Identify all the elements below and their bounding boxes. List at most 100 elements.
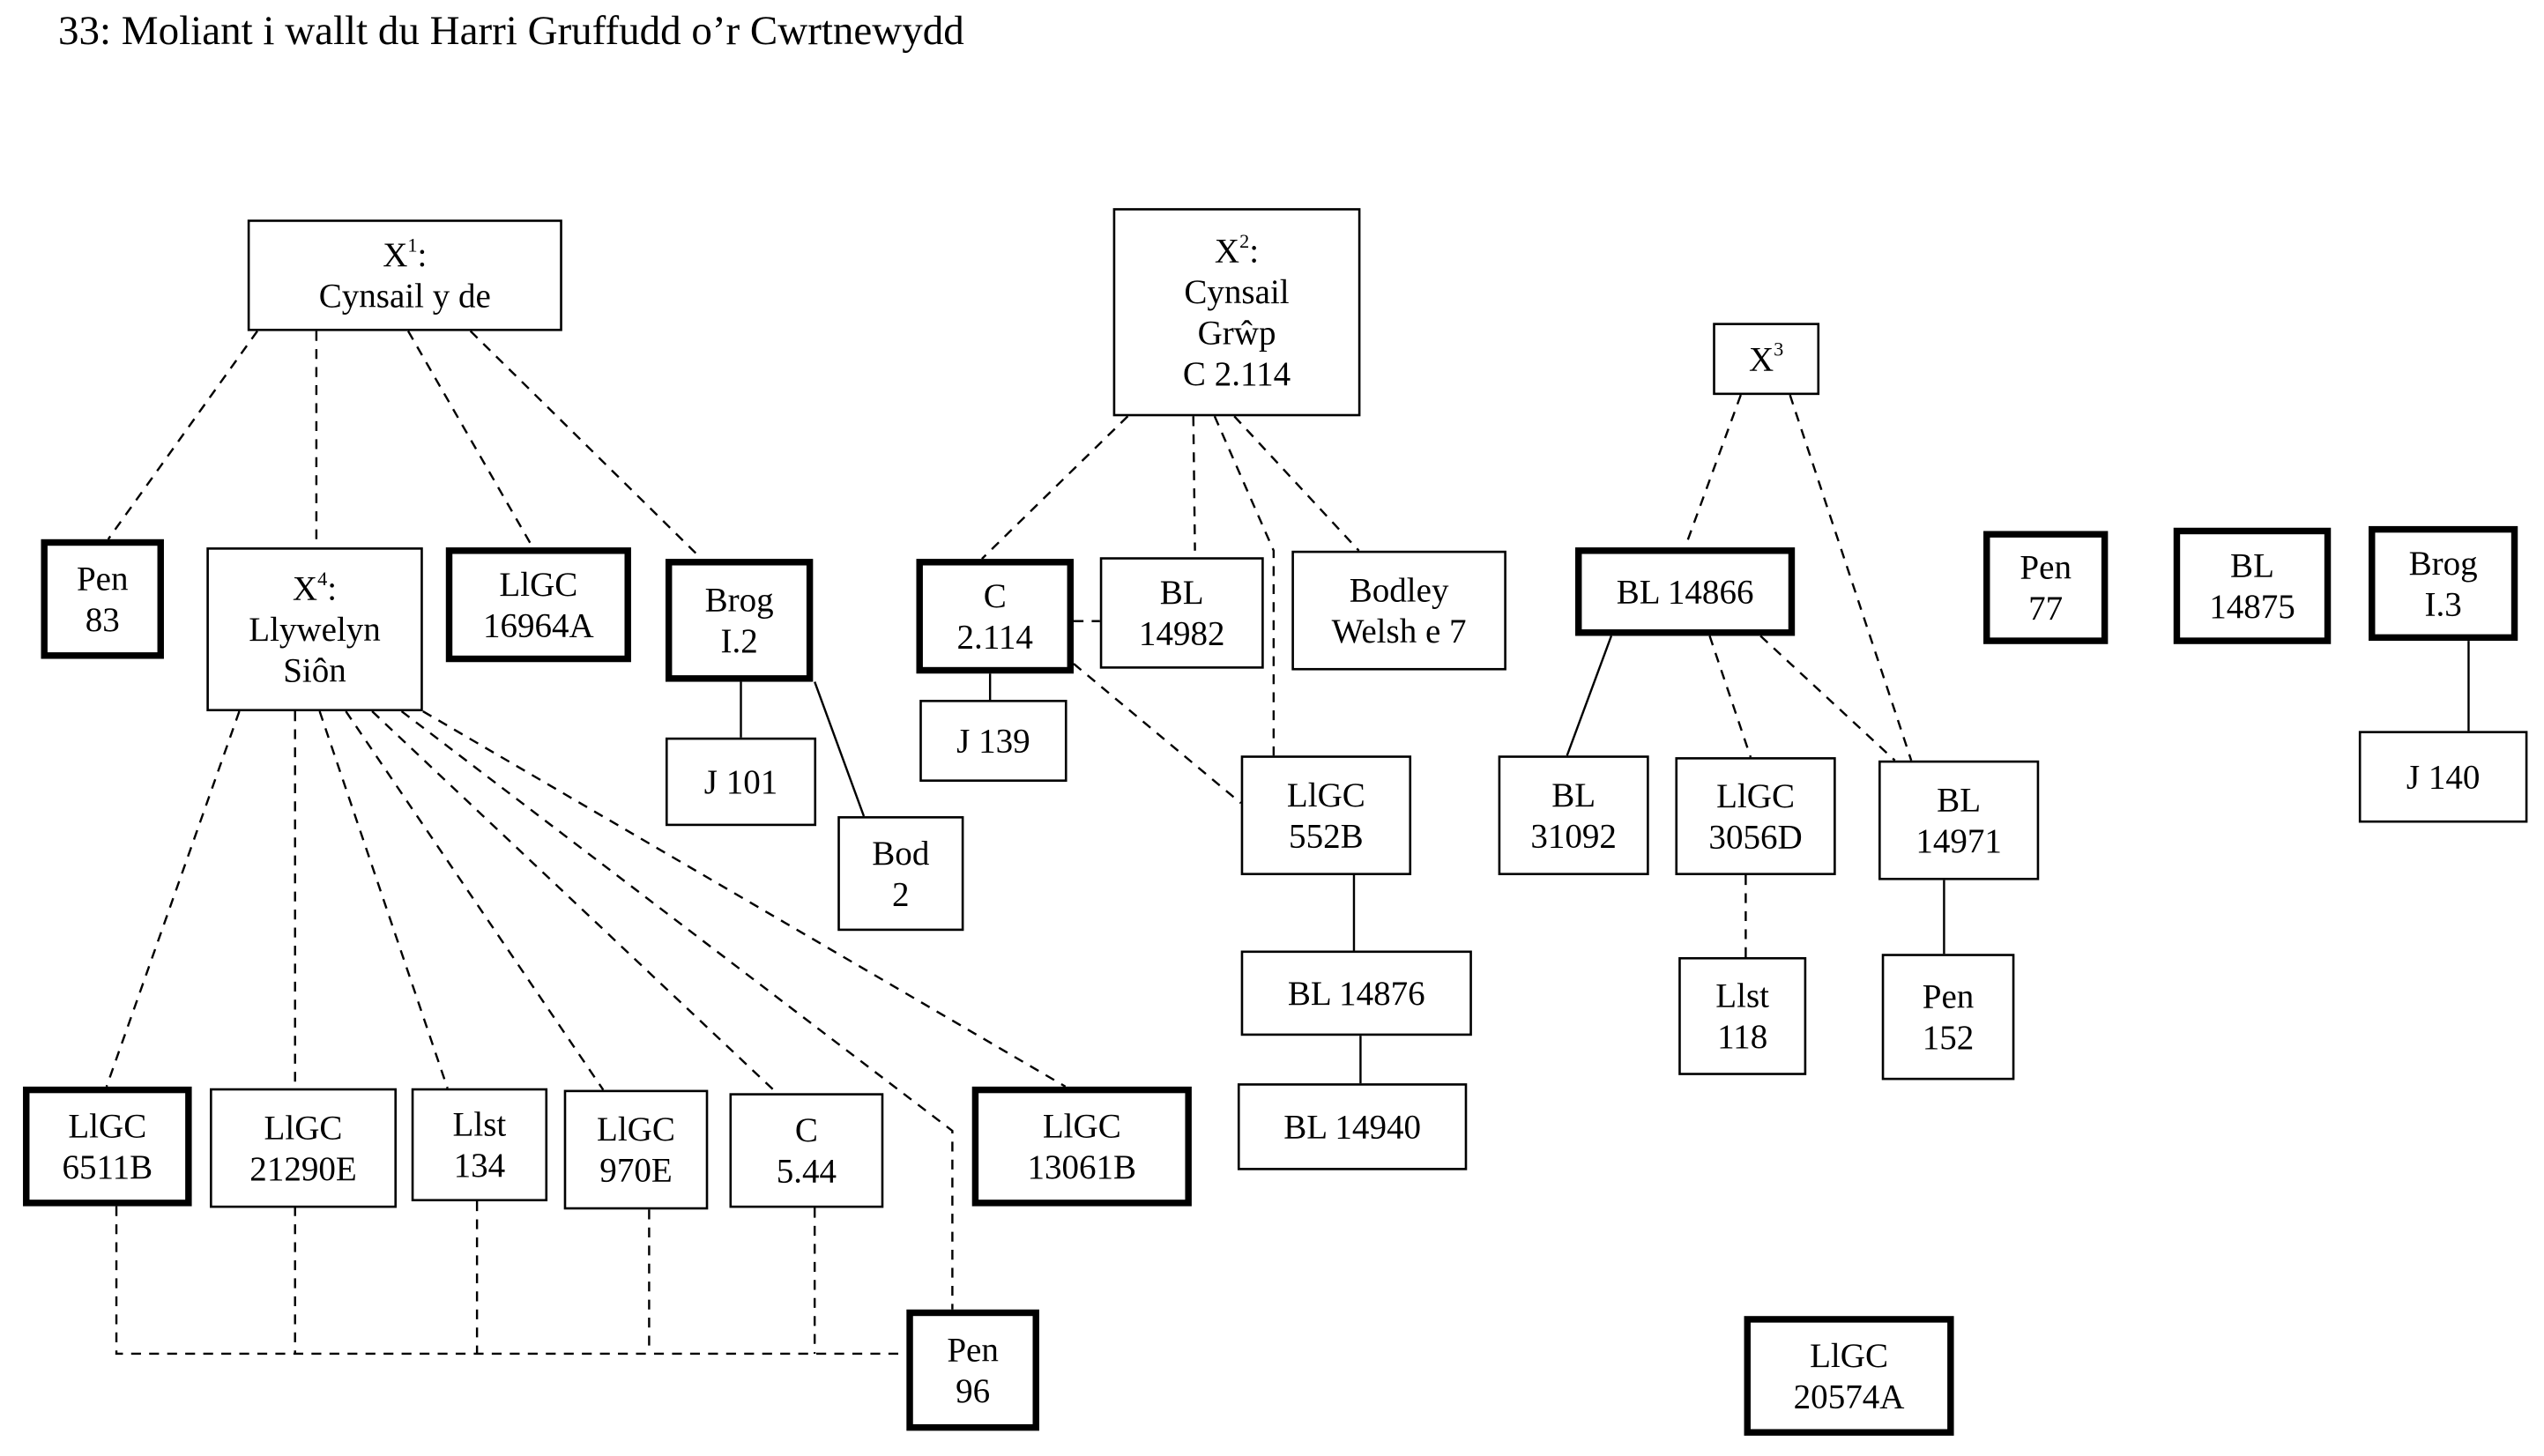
- node-label-line: LlGC: [264, 1109, 343, 1147]
- manuscript-node-X3: X3: [1713, 323, 1820, 396]
- diagram-title: 33: Moliant i wallt du Harri Gruffudd o’…: [58, 8, 964, 54]
- node-box: [1099, 557, 1264, 669]
- node-box: [23, 1086, 192, 1207]
- node-label-line: LlGC: [1810, 1337, 1888, 1375]
- edge-BL14866-to-BL31092: [1566, 635, 1613, 756]
- node-box: [2173, 527, 2332, 644]
- node-label-line: Brog: [705, 582, 774, 620]
- node-box: [41, 539, 164, 659]
- node-label-line: 14971: [1915, 822, 2002, 860]
- node-box: [1237, 1083, 1468, 1170]
- node-label-line: 118: [1717, 1018, 1767, 1056]
- manuscript-node-C2114: C2.114: [916, 559, 1074, 674]
- node-label-line: 3056D: [1708, 818, 1802, 856]
- node-box: [1878, 760, 2040, 880]
- edge-BrogI2-to-Bod2: [814, 681, 866, 817]
- node-box: [1291, 550, 1506, 671]
- edge-LlGC6511B-to-Pen96: [115, 1206, 907, 1356]
- edge-X1-to-LlGC16964A: [406, 331, 534, 548]
- manuscript-node-J139: J 139: [919, 700, 1067, 782]
- node-label-line: X4:: [293, 568, 337, 608]
- edge-X4-to-Pen96: [400, 710, 954, 1310]
- node-label-line: 2.114: [957, 618, 1033, 656]
- node-box: [1240, 950, 1472, 1036]
- node-box: [445, 547, 631, 663]
- node-label-line: Grŵp: [1198, 314, 1276, 352]
- node-box: [971, 1086, 1192, 1207]
- node-label-line: I.2: [721, 622, 758, 660]
- node-label-line: Llst: [453, 1106, 507, 1144]
- node-box: [665, 559, 814, 682]
- edges-layer: [105, 330, 2470, 1356]
- node-label-line: Pen: [947, 1331, 999, 1369]
- node-label-line: C 2.114: [1183, 355, 1291, 393]
- node-label-line: BL 14866: [1617, 573, 1754, 611]
- edge-X3-to-BL14866: [1684, 394, 1742, 548]
- node-box: [2369, 525, 2518, 642]
- node-label-line: C: [795, 1111, 818, 1149]
- node-label-line: LlGC: [1716, 777, 1795, 815]
- node-box: [2358, 731, 2528, 823]
- manuscript-node-BL14876: BL 14876: [1240, 950, 1472, 1036]
- node-label-line: BL: [2230, 547, 2274, 585]
- node-box: [919, 700, 1067, 782]
- node-label-line: X1:: [383, 234, 427, 274]
- node-label-line: 13061B: [1027, 1148, 1136, 1186]
- node-label-line: 77: [2028, 590, 2063, 628]
- node-label-line: Welsh e 7: [1332, 613, 1467, 650]
- node-label-line: X3: [1749, 338, 1783, 379]
- node-box: [665, 737, 817, 827]
- node-label-line: Bod: [872, 835, 930, 873]
- edge-X2-to-BL14982: [1192, 416, 1196, 551]
- edge-X4-to-LlGC970E: [345, 710, 605, 1091]
- node-label-line: I.3: [2424, 585, 2461, 623]
- node-label-line: LlGC: [68, 1108, 146, 1146]
- node-label-line: 2: [892, 875, 910, 913]
- node-label-line: Llst: [1715, 977, 1769, 1015]
- node-box: [1498, 755, 1649, 875]
- edge-C2114-to-LlGC552B: [1073, 663, 1242, 805]
- edge-X2-to-LlGC552B: [1213, 415, 1276, 756]
- node-box: [1240, 755, 1412, 875]
- node-box: [411, 1088, 548, 1202]
- node-label-line: Siôn: [283, 652, 346, 690]
- node-label-line: X2:: [1215, 230, 1259, 271]
- node-label-line: Pen: [1923, 978, 1975, 1016]
- node-label-line: 6511B: [62, 1148, 152, 1186]
- node-label-line: 152: [1923, 1019, 1975, 1057]
- node-box: [210, 1088, 398, 1208]
- node-label-line: 5.44: [777, 1153, 837, 1191]
- edge-X4-to-LlGC6511B: [105, 710, 241, 1088]
- node-box: [1112, 208, 1361, 417]
- node-label-line: 96: [956, 1372, 990, 1410]
- node-label-line: Pen: [2020, 548, 2072, 586]
- node-label-line: BL: [1160, 574, 1204, 612]
- node-box: [1713, 323, 1820, 396]
- node-label-line: BL: [1551, 776, 1596, 814]
- edge-X3-to-BL14971: [1789, 394, 1913, 761]
- node-box: [1744, 1316, 1954, 1436]
- node-label-line: 552B: [1289, 817, 1364, 855]
- node-label-line: LlGC: [597, 1111, 675, 1148]
- node-label-line: 31092: [1530, 817, 1617, 855]
- node-box: [1675, 757, 1836, 875]
- node-box: [916, 559, 1074, 674]
- node-label-line: BL: [1937, 781, 1981, 819]
- node-label-line: Pen: [77, 560, 129, 598]
